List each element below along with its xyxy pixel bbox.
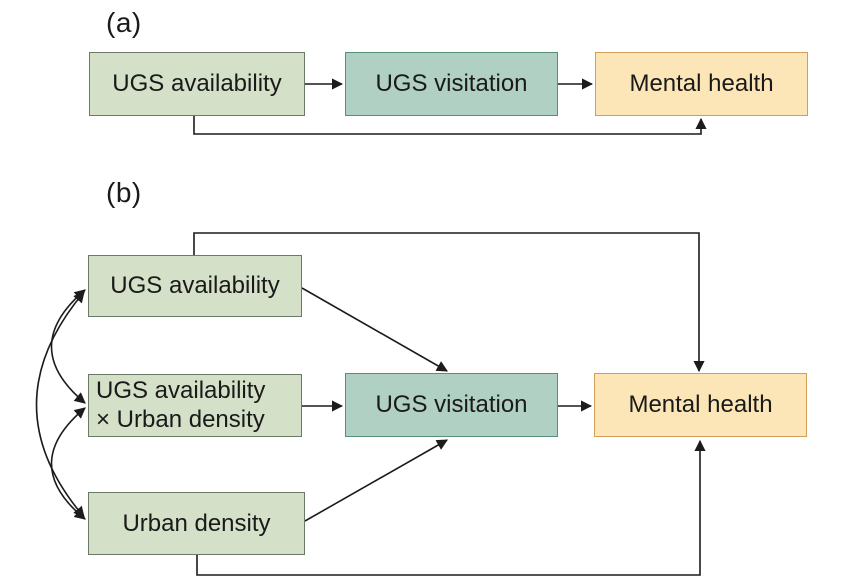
node-b-ugs-visitation-label: UGS visitation [375, 391, 528, 419]
edge-b-availability-to-visitation [301, 287, 448, 372]
panel-b-label: (b) [106, 177, 142, 208]
node-a-ugs-visitation-label: UGS visitation [375, 70, 528, 98]
node-b-interaction: UGS availability × Urban density [88, 374, 302, 437]
node-a-ugs-availability: UGS availability [89, 52, 305, 116]
node-b-ugs-visitation: UGS visitation [345, 373, 558, 437]
node-a-mental-health: Mental health [595, 52, 808, 116]
node-a-ugs-availability-label: UGS availability [112, 70, 282, 98]
node-b-interaction-label-line1: UGS availability [96, 376, 266, 404]
node-b-urban-density-label: Urban density [122, 509, 271, 537]
node-b-ugs-availability-label: UGS availability [110, 272, 280, 300]
node-b-urban-density: Urban density [88, 492, 305, 555]
edge-b-density-to-visitation [304, 439, 448, 522]
node-b-mental-health: Mental health [594, 373, 807, 437]
node-b-mental-health-label: Mental health [628, 391, 773, 419]
edge-a-availability-to-mental-direct [193, 116, 707, 135]
node-a-ugs-visitation: UGS visitation [345, 52, 558, 116]
panel-a-label: (a) [106, 7, 142, 38]
node-b-ugs-availability: UGS availability [88, 255, 302, 317]
edge-b-cov-availability-density [35, 291, 85, 518]
edge-b-cov-interaction-density [50, 407, 86, 520]
node-a-mental-health-label: Mental health [629, 70, 774, 98]
node-b-interaction-label-line2: × Urban density [96, 405, 265, 433]
edge-b-cov-availability-interaction [50, 289, 86, 404]
